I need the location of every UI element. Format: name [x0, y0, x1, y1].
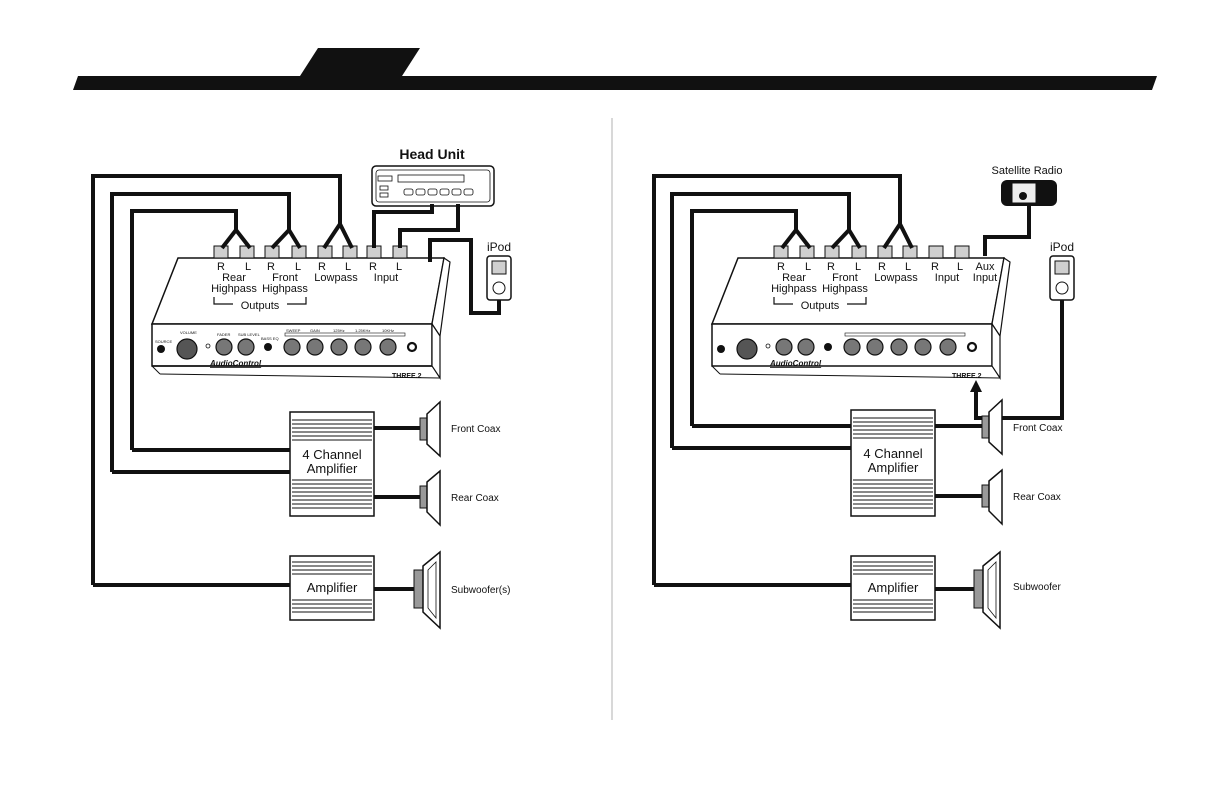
header-tab: [300, 48, 420, 76]
processor-unit-right: AudioControl THREE.2 R L R L R L R L Rea…: [710, 245, 1011, 380]
r-ch-low-l: L: [905, 261, 911, 273]
amp4-label-1: 4 Channel: [302, 447, 361, 462]
source-button: [157, 345, 165, 353]
eq-125-label: 125Hz: [333, 328, 345, 333]
speaker-front: [419, 400, 441, 458]
r-ch-front-r: R: [827, 261, 835, 273]
brand-logo-right: AudioControl: [769, 359, 822, 368]
r-group-front: Front: [832, 272, 858, 284]
sub-level-knob: [237, 338, 255, 356]
bass-eq-label: BASS EQ: [261, 336, 279, 341]
left-wires: [91, 174, 501, 591]
processor-unit: SOURCE VOLUME FADER SUB LEVEL BASS EQ SW…: [150, 245, 451, 380]
group-rear: Rear: [222, 272, 246, 284]
outputs-label: Outputs: [241, 300, 280, 312]
volume-knob: [176, 338, 198, 360]
satellite-radio: Satellite Radio: [992, 165, 1063, 206]
left-diagram: Head Unit: [91, 146, 512, 630]
eq-1k-label: 1.25KHz: [355, 328, 370, 333]
head-unit: Head Unit: [371, 146, 495, 207]
speaker-rear-right: [981, 468, 1003, 526]
aux-label-1: Aux: [976, 261, 995, 273]
r-outputs-bracket: [773, 297, 867, 305]
sub-level-label: SUB LEVEL: [238, 332, 261, 337]
head-unit-label: Head Unit: [399, 146, 465, 162]
fader-label: FADER: [217, 332, 230, 337]
r-speaker-front-label: Front Coax: [1013, 423, 1062, 434]
r-group-lowpass: Lowpass: [874, 272, 918, 284]
aux-label-2: Input: [973, 272, 997, 284]
r-ch-in-l: L: [957, 261, 963, 273]
brand-logo: AudioControl: [209, 359, 262, 368]
right-diagram: Satellite Radio AudioCon: [652, 165, 1075, 630]
r-group-rear: Rear: [782, 272, 806, 284]
volume-label: VOLUME: [180, 330, 197, 335]
r-speaker-rear-label: Rear Coax: [1013, 492, 1061, 503]
r-amp4-label-2: Amplifier: [868, 460, 919, 475]
gain-label: GAIN: [310, 328, 320, 333]
speaker-front-right: [981, 398, 1003, 456]
speaker-rear: [419, 469, 441, 527]
amp-sub-label: Amplifier: [307, 580, 358, 595]
ipod-label-right: iPod: [1050, 240, 1074, 254]
ipod-device-right: iPod: [1049, 240, 1075, 301]
group-front: Front: [272, 272, 298, 284]
aux-jack: [406, 341, 418, 353]
ipod-device: iPod: [486, 240, 512, 301]
satellite-radio-label: Satellite Radio: [992, 165, 1063, 177]
r-amp-sub-label: Amplifier: [868, 580, 919, 595]
r-ch-in-r: R: [931, 261, 939, 273]
eq-1k25-knob: [354, 338, 372, 356]
amp-4ch-right: 4 Channel Amplifier: [850, 409, 936, 517]
eq-125hz-knob: [330, 338, 348, 356]
speaker-front-label: Front Coax: [451, 424, 500, 435]
source-label: SOURCE: [155, 339, 172, 344]
right-wires: [652, 174, 1064, 591]
r-sub-highpass-front: Highpass: [822, 283, 868, 295]
r-speaker-sub-label: Subwoofer: [1013, 582, 1061, 593]
ch-rear-r: R: [217, 261, 225, 273]
r-ch-low-r: R: [878, 261, 886, 273]
sweep-knob: [283, 338, 301, 356]
r-group-input: Input: [935, 272, 959, 284]
sweep-label: SWEEP: [286, 328, 301, 333]
amp-sub: Amplifier: [289, 555, 375, 621]
speaker-sub-label: Subwoofer(s): [451, 585, 510, 596]
group-input: Input: [374, 272, 398, 284]
fader-knob: [215, 338, 233, 356]
ch-low-r: R: [318, 261, 326, 273]
eq-10k-label: 10KHz: [382, 328, 394, 333]
r-outputs-label: Outputs: [801, 300, 840, 312]
group-lowpass: Lowpass: [314, 272, 358, 284]
r-ch-front-l: L: [855, 261, 861, 273]
model-label-right: THREE.2: [952, 373, 982, 380]
amp4-label-2: Amplifier: [307, 461, 358, 476]
speaker-rear-label: Rear Coax: [451, 493, 499, 504]
r-ch-rear-r: R: [777, 261, 785, 273]
model-label: THREE.2: [392, 373, 422, 380]
bass-eq-button: [264, 343, 272, 351]
r-sub-highpass-rear: Highpass: [771, 283, 817, 295]
amp-4ch: 4 Channel Amplifier: [289, 411, 375, 517]
eq-10khz-knob: [379, 338, 397, 356]
ch-front-r: R: [267, 261, 275, 273]
ch-low-l: L: [345, 261, 351, 273]
outputs-bracket: [213, 297, 307, 305]
ch-rear-l: L: [245, 261, 251, 273]
ipod-label: iPod: [487, 240, 511, 254]
ch-in-r: R: [369, 261, 377, 273]
r-ch-rear-l: L: [805, 261, 811, 273]
r-amp4-label-1: 4 Channel: [863, 446, 922, 461]
gain-knob: [306, 338, 324, 356]
sub-highpass-rear: Highpass: [211, 283, 257, 295]
ch-in-l: L: [396, 261, 402, 273]
amp-sub-right: Amplifier: [850, 555, 936, 621]
speaker-sub: [413, 550, 441, 630]
sub-highpass-front: Highpass: [262, 283, 308, 295]
speaker-sub-right: [973, 550, 1001, 630]
ch-front-l: L: [295, 261, 301, 273]
header-bar: [73, 48, 1157, 90]
